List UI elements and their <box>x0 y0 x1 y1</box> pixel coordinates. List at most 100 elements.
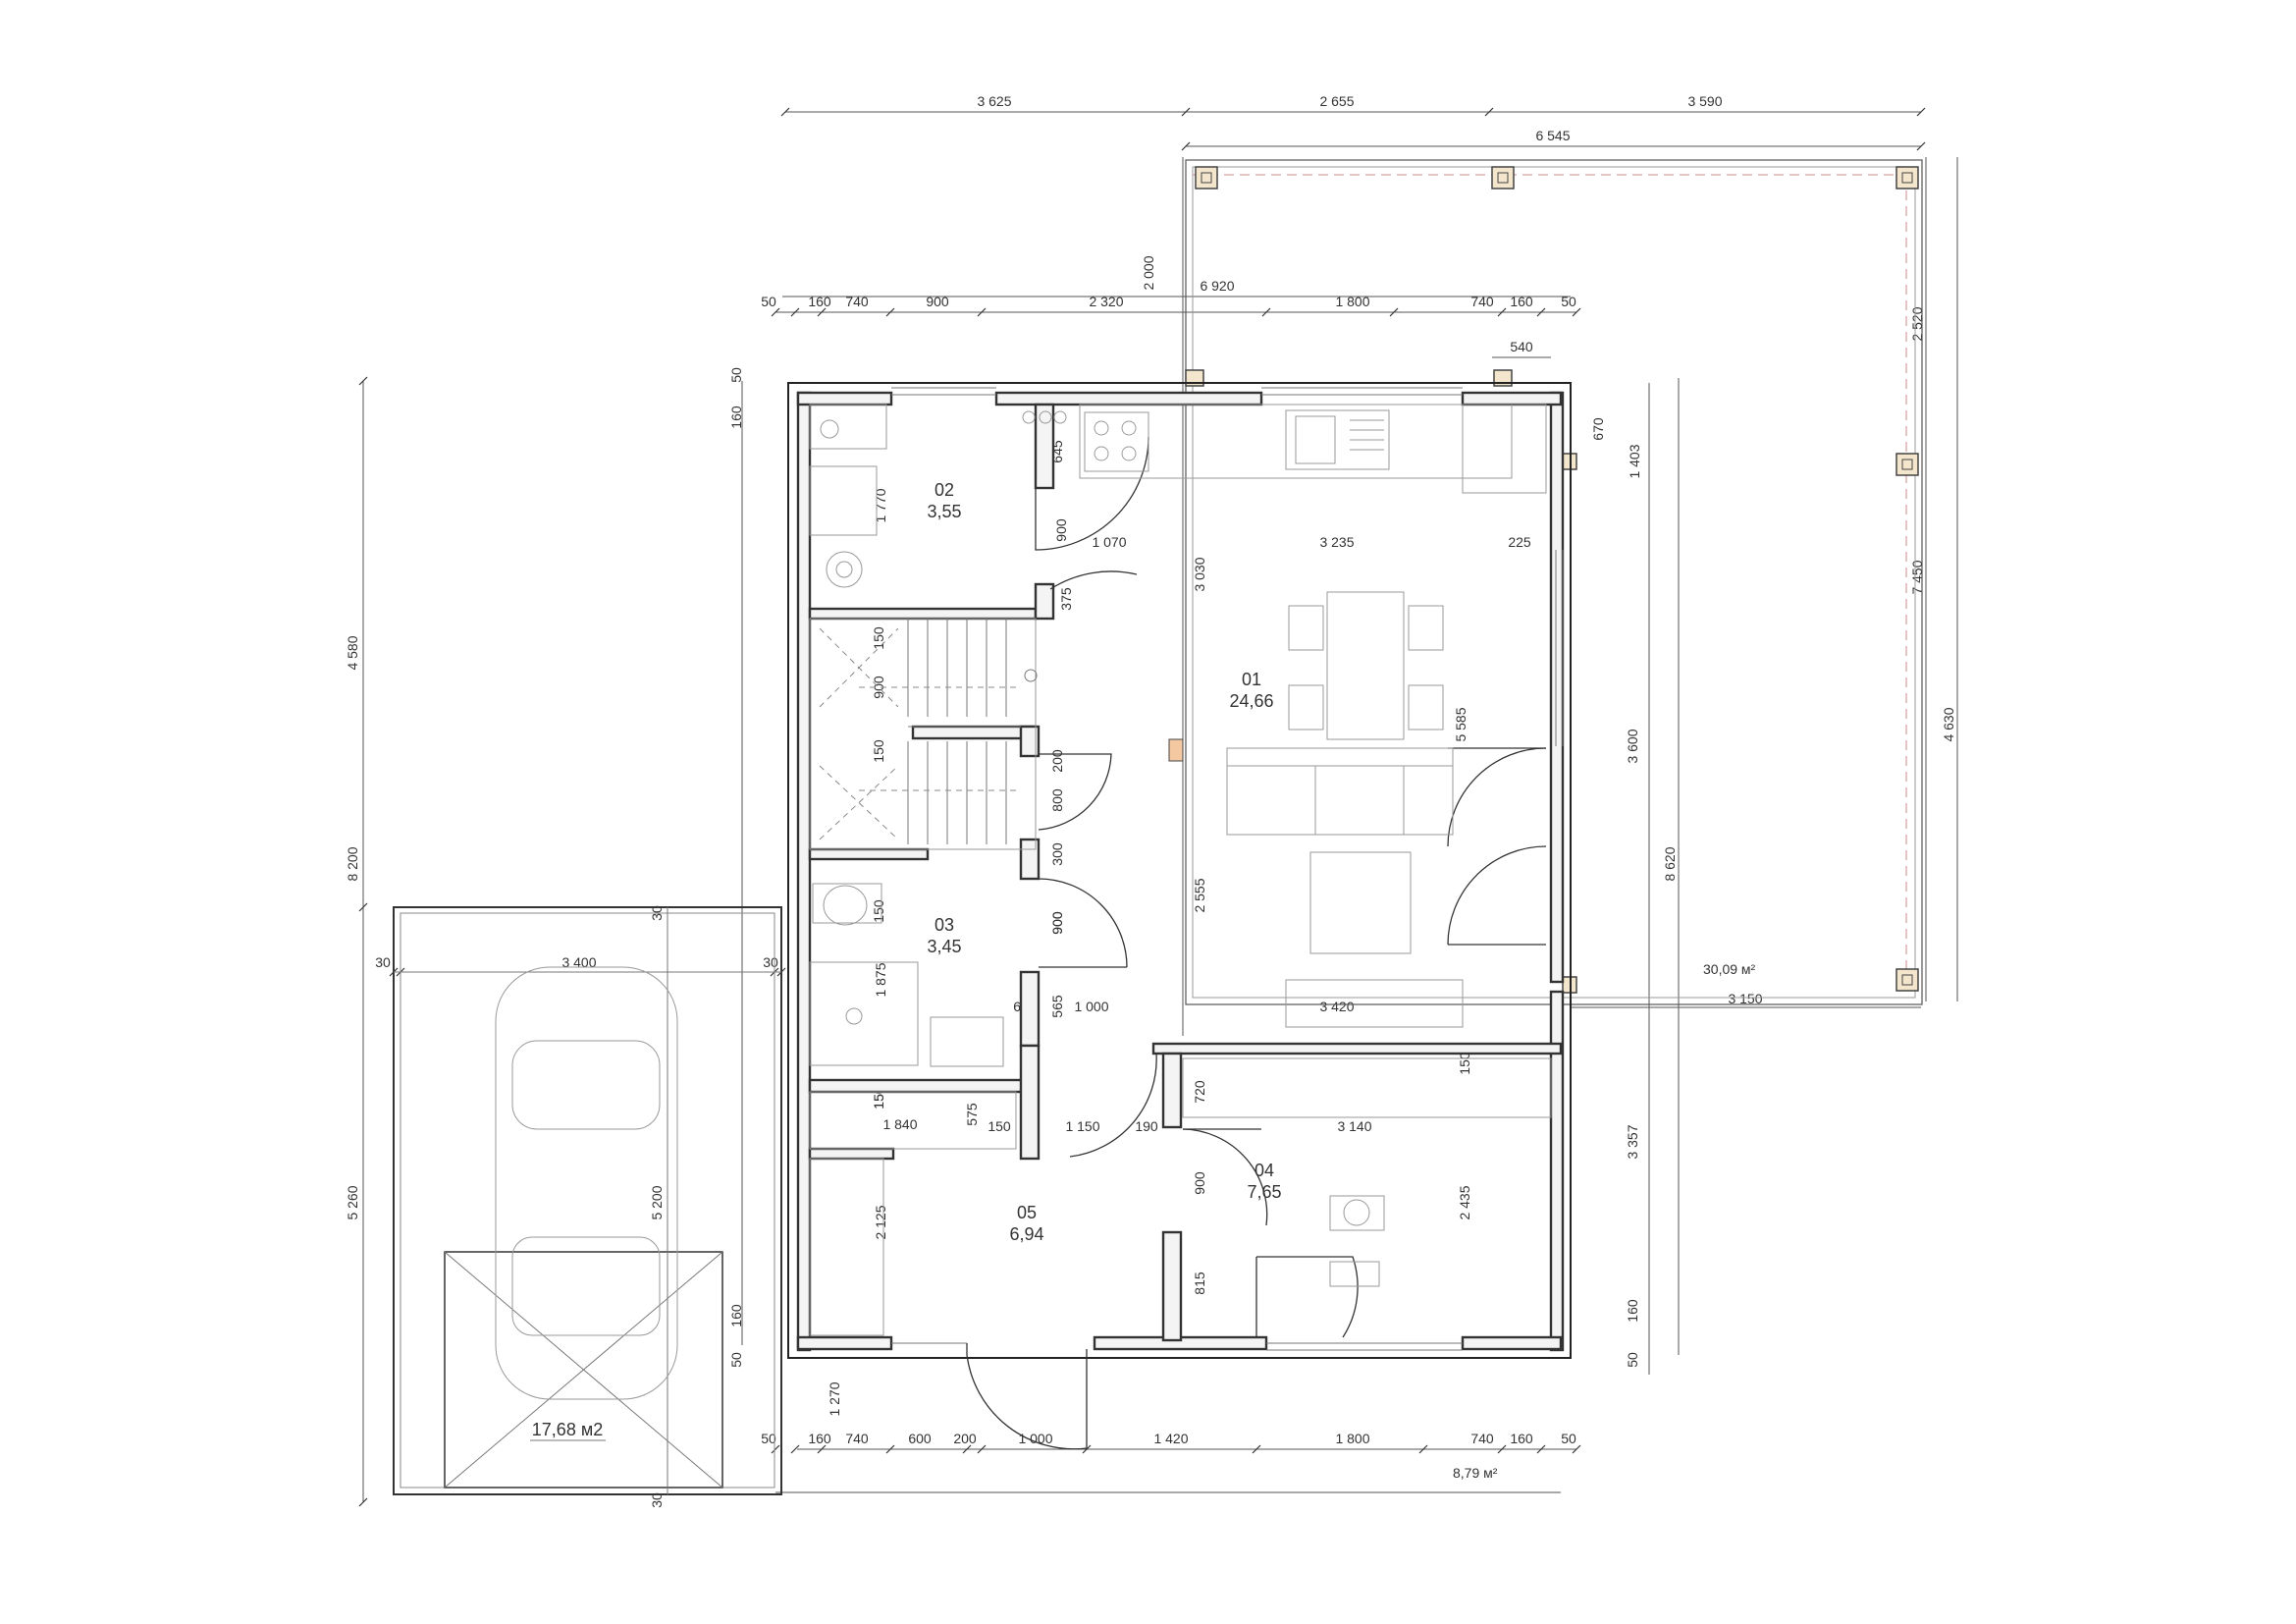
dimension-tick <box>790 307 800 317</box>
dimension-tick <box>885 307 895 317</box>
dim-gar-1: 3 400 <box>561 954 596 970</box>
dimension-tick <box>1536 1444 1546 1454</box>
dim-top4-2: 740 <box>845 294 869 309</box>
dim-int-11: 200 <box>1049 749 1065 773</box>
garage-area: 17,68 м2 <box>532 1420 603 1439</box>
room-05-area: 6,94 <box>1009 1224 1043 1244</box>
dim-right-7: 4 630 <box>1941 707 1956 741</box>
dim-top4-0: 50 <box>761 294 776 309</box>
terrace-area: 30,09 м² <box>1703 961 1756 977</box>
dimension-tick <box>771 307 780 317</box>
dim-right-6: 7 450 <box>1909 560 1925 594</box>
dimension-tick <box>1389 307 1399 317</box>
dim-lw2-1: 50 <box>728 1352 744 1368</box>
dim-top1-1: 2 655 <box>1319 93 1354 109</box>
dim-ur-2: 1 403 <box>1627 444 1642 478</box>
room-04-number: 04 <box>1255 1161 1274 1180</box>
room-02-label: 02 3,55 <box>927 480 961 521</box>
dim-int-36: 815 <box>1192 1272 1207 1295</box>
dim-int-3: 1 070 <box>1092 534 1126 550</box>
dimension-tick <box>1181 107 1191 117</box>
furniture <box>809 404 1552 1336</box>
dim-bot-2: 740 <box>845 1431 869 1446</box>
dimension-tick <box>1536 307 1546 317</box>
dim-right-4: 50 <box>1625 1352 1640 1368</box>
dimension-tick <box>1916 141 1926 151</box>
dimension-tick <box>1916 107 1926 117</box>
dim-int-7: 150 <box>871 626 886 650</box>
dim-int-10: 150 <box>871 739 886 763</box>
dim-int-22: 1 000 <box>1074 999 1108 1014</box>
staircase <box>809 618 1038 850</box>
dimension-tick <box>1572 1444 1581 1454</box>
dim-bot-0: 50 <box>761 1431 776 1446</box>
dim-bot-4: 200 <box>953 1431 977 1446</box>
dim-bot-10: 50 <box>1561 1431 1576 1446</box>
dim-lw1-1: 160 <box>728 406 744 429</box>
dim-int-25: 150 <box>1457 1052 1472 1075</box>
dim-lw2-0: 160 <box>728 1304 744 1327</box>
dimension-tick <box>790 1444 800 1454</box>
dim-top4-4: 2 320 <box>1089 294 1123 309</box>
dim-int-5: 225 <box>1508 534 1531 550</box>
dim-top4-8: 50 <box>1561 294 1576 309</box>
dim-lw1-0: 50 <box>728 367 744 383</box>
dim-bot-3: 600 <box>908 1431 932 1446</box>
dim-top4-6: 740 <box>1470 294 1494 309</box>
dim-int-14: 300 <box>1049 842 1065 866</box>
dim-int-35: 2 435 <box>1457 1185 1472 1219</box>
room-01-number: 01 <box>1242 670 1261 689</box>
dim-int-37: 1 270 <box>827 1381 842 1416</box>
dim-right-3: 160 <box>1625 1299 1640 1323</box>
dimension-tick <box>1497 307 1507 317</box>
dimension-tick <box>1252 1444 1261 1454</box>
dim-int-31: 190 <box>1135 1118 1158 1134</box>
dim-top3-0: 2 000 <box>1141 255 1156 290</box>
dimension-tick <box>358 902 368 912</box>
room-03-area: 3,45 <box>927 937 961 956</box>
room-02-area: 3,55 <box>927 502 961 521</box>
dim-top4-7: 160 <box>1510 294 1533 309</box>
dim-bot-6: 1 420 <box>1153 1431 1188 1446</box>
dim-int-19: 5 585 <box>1453 707 1468 741</box>
dim-right-1: 8 620 <box>1662 846 1678 881</box>
dimension-tick <box>771 1444 780 1454</box>
room-04-label: 04 7,65 <box>1247 1161 1281 1202</box>
dim-right-8: 3 150 <box>1728 991 1762 1006</box>
dim-int-28: 1 840 <box>882 1116 917 1132</box>
room-04-area: 7,65 <box>1247 1182 1281 1202</box>
dim-ur-0: 540 <box>1510 339 1533 354</box>
dimension-tick <box>962 1444 972 1454</box>
dim-int-6: 375 <box>1058 587 1074 611</box>
doors <box>966 436 1547 1450</box>
dimension-tick <box>1572 307 1581 317</box>
dim-int-34: 2 125 <box>873 1205 888 1239</box>
dim-int-33: 900 <box>1192 1171 1207 1195</box>
dim-int-8: 900 <box>871 676 886 699</box>
terrace-posts <box>1168 166 1919 994</box>
dimension-tick <box>1418 1444 1428 1454</box>
dim-top1-0: 3 625 <box>977 93 1011 109</box>
dimension-tick <box>780 107 790 117</box>
room-02-number: 02 <box>934 480 954 500</box>
dim-int-21: 565 <box>1049 995 1065 1018</box>
porch-area: 8,79 м² <box>1453 1465 1498 1481</box>
dim-right-5: 2 520 <box>1909 306 1925 341</box>
dim-left-0: 4 580 <box>345 635 360 670</box>
garage-structure <box>393 906 782 1495</box>
interior-walls <box>808 403 1563 1342</box>
dim-bot-5: 1 000 <box>1018 1431 1052 1446</box>
dim-bot-7: 1 800 <box>1335 1431 1369 1446</box>
dim-top2-0: 6 545 <box>1535 128 1570 143</box>
dimension-tick <box>1497 1444 1507 1454</box>
dim-int-12: 800 <box>1049 788 1065 812</box>
dim-left-1: 8 200 <box>345 846 360 881</box>
dim-int-27: 575 <box>964 1103 980 1126</box>
top-dimension-lines <box>362 111 1958 1502</box>
room-03-number: 03 <box>934 915 954 935</box>
dimension-tick <box>358 376 368 386</box>
dim-int-18: 2 555 <box>1192 878 1207 912</box>
dimension-tick <box>885 1444 895 1454</box>
house-outline <box>787 382 1572 1359</box>
